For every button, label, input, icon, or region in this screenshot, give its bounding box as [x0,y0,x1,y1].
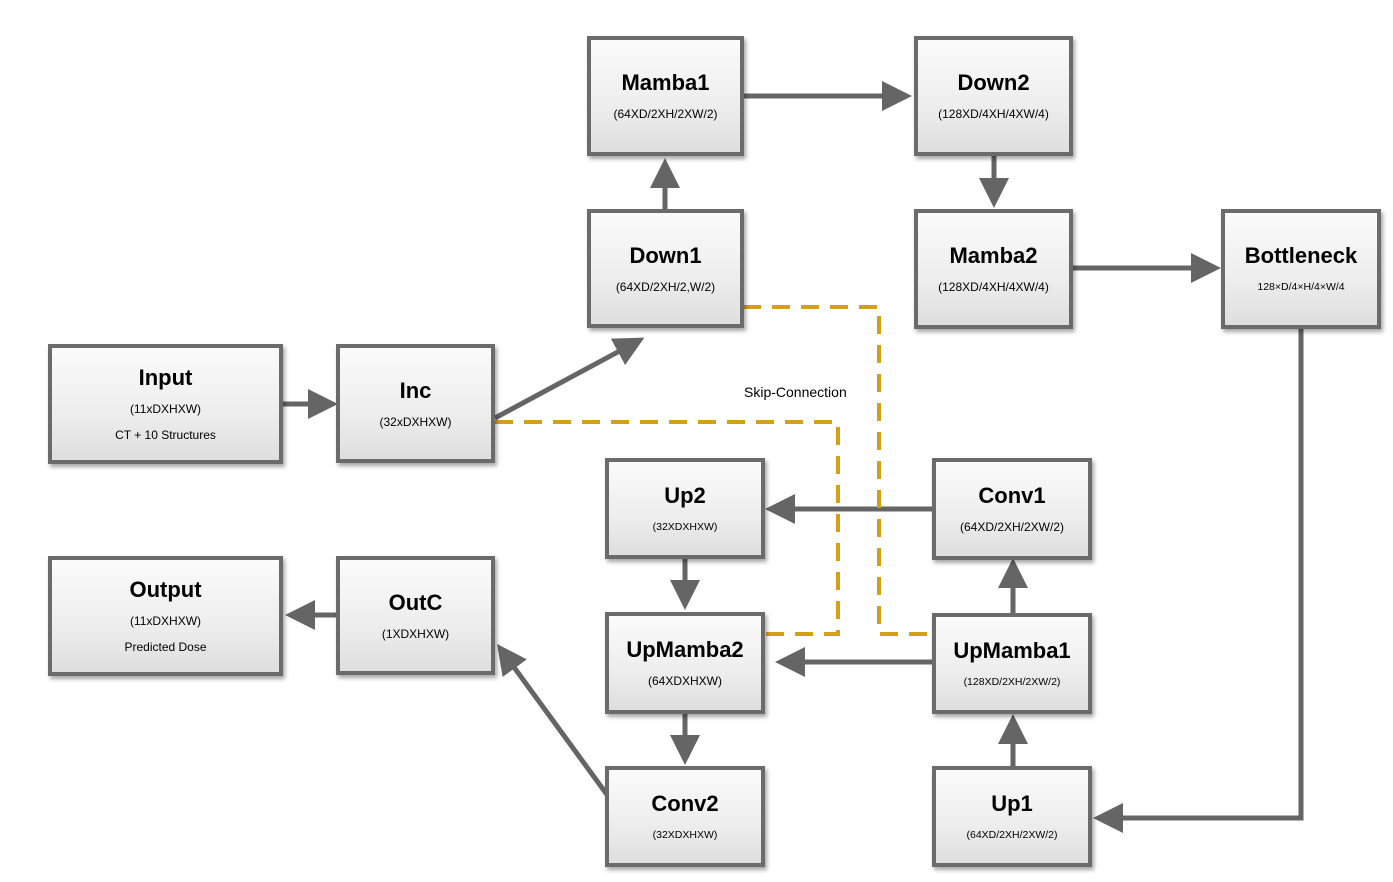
node-dims: (32xDXHXW) [379,414,452,429]
node-title: Mamba1 [621,70,710,95]
node-title: Conv1 [978,483,1046,508]
down1-node: Down1 (64XD/2XH/2,W/2) [587,209,744,328]
conv2-node: Conv2 (32XDXHXW) [605,766,765,867]
node-dims: (64XDXHXW) [647,674,722,688]
output-node: Output (11xDXHXW) Predicted Dose [48,556,283,676]
node-dims: (32XDXHXW) [652,520,718,533]
node-dims: (64XD/2XH/2XW/2) [966,828,1058,841]
skip-connection-inc-upmamba2 [495,420,840,636]
node-dims: (128XD/2XH/2XW/2) [963,675,1061,688]
node-title: OutC [388,589,443,615]
mamba1-node: Mamba1 (64XD/2XH/2XW/2) [587,36,744,156]
node-dims: (32XDXHXW) [652,828,718,841]
node-dims: (64XD/2XH/2,W/2) [615,279,716,294]
upmamba1-node: UpMamba1 (128XD/2XH/2XW/2) [932,613,1092,714]
node-title: UpMamba2 [626,637,744,662]
down2-node: Down2 (128XD/4XH/4XW/4) [914,36,1073,156]
bottleneck-node: Bottleneck 128×D/4×H/4×W/4 [1221,209,1381,329]
node-dims: (11xDXHXW) [129,402,202,416]
node-title: Mamba2 [949,243,1038,268]
node-title: Conv2 [651,790,719,816]
skip-connection-down1-upmamba1 [743,305,935,636]
node-dims: (128XD/4XH/4XW/4) [938,280,1049,294]
edge-conv2-outc [497,643,611,798]
edge-inc-down1 [493,337,645,421]
node-dims: (11xDXHXW) [129,614,202,628]
outc-node: OutC (1XDXHXW) [336,556,495,675]
upmamba2-node: UpMamba2 (64XDXHXW) [605,612,765,714]
inc-node: Inc (32xDXHXW) [336,344,495,463]
node-title: Inc [399,377,432,403]
node-title: Down1 [629,242,702,268]
skip-connection-label: Skip-Connection [744,384,847,400]
node-note: CT + 10 Structures [115,428,216,442]
node-title: Bottleneck [1244,243,1358,268]
mamba2-node: Mamba2 (128XD/4XH/4XW/4) [914,209,1073,329]
node-title: Output [129,577,202,602]
node-dims: (64XD/2XH/2XW/2) [613,107,718,121]
node-title: Up1 [991,790,1033,816]
node-note: Predicted Dose [124,640,207,654]
edge-bottleneck-up1 [1093,328,1304,833]
up2-node: Up2 (32XDXHXW) [605,458,765,559]
up1-node: Up1 (64XD/2XH/2XW/2) [932,766,1092,867]
node-dims: (1XDXHXW) [381,626,450,641]
input-node: Input (11xDXHXW) CT + 10 Structures [48,344,283,464]
node-title: Down2 [957,70,1030,95]
node-dims: 128×D/4×H/4×W/4 [1257,281,1345,293]
node-title: UpMamba1 [953,637,1071,663]
node-title: Input [138,365,193,390]
node-dims: (128XD/4XH/4XW/4) [938,107,1049,121]
node-title: Up2 [664,482,706,508]
node-dims: (64XD/2XH/2XW/2) [959,520,1065,534]
conv1-node: Conv1 (64XD/2XH/2XW/2) [932,458,1092,560]
